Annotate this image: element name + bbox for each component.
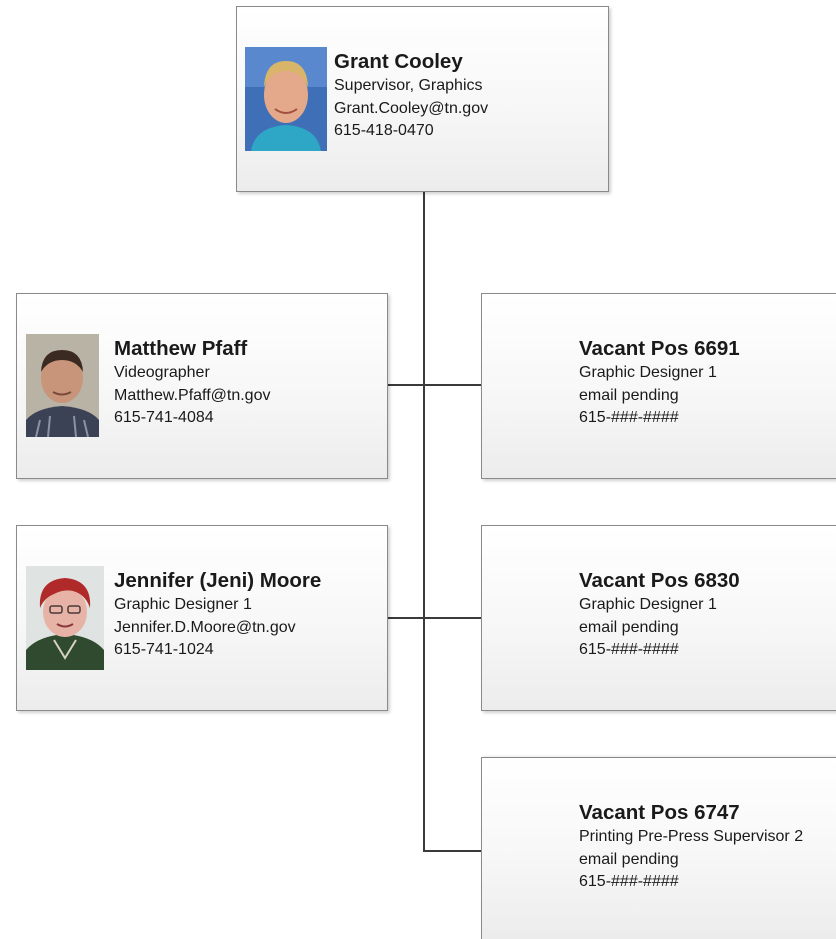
person-name: Jennifer (Jeni) Moore	[114, 569, 322, 592]
person-photo-icon	[26, 334, 99, 437]
org-node-vacant[interactable]: Vacant Pos 6691 Graphic Designer 1 email…	[481, 293, 836, 479]
position-name: Vacant Pos 6830	[579, 569, 740, 592]
position-phone: 615-###-####	[579, 409, 679, 426]
person-title: Videographer	[114, 364, 210, 381]
person-photo-icon	[26, 566, 104, 670]
person-title: Graphic Designer 1	[114, 596, 252, 613]
position-title: Printing Pre-Press Supervisor 2	[579, 828, 804, 845]
position-phone: 615-###-####	[579, 873, 679, 890]
person-email: Jennifer.D.Moore@tn.gov	[114, 618, 296, 636]
org-node-supervisor[interactable]: Grant Cooley Supervisor, Graphics Grant.…	[236, 6, 609, 192]
person-email: Grant.Cooley@tn.gov	[334, 99, 489, 117]
person-email: Matthew.Pfaff@tn.gov	[114, 386, 271, 404]
position-email: email pending	[579, 618, 679, 636]
position-name: Vacant Pos 6691	[579, 337, 740, 360]
person-phone: 615-418-0470	[334, 122, 434, 139]
connector-row2	[388, 617, 481, 619]
person-title: Supervisor, Graphics	[334, 77, 483, 94]
connector-trunk	[423, 191, 425, 851]
position-name: Vacant Pos 6747	[579, 801, 740, 824]
org-node-staff[interactable]: Matthew Pfaff Videographer Matthew.Pfaff…	[16, 293, 388, 479]
connector-row1	[388, 384, 481, 386]
position-email: email pending	[579, 850, 679, 868]
person-photo-icon	[245, 47, 327, 151]
person-phone: 615-741-1024	[114, 641, 214, 658]
person-name: Grant Cooley	[334, 50, 463, 73]
position-email: email pending	[579, 386, 679, 404]
person-phone: 615-741-4084	[114, 409, 214, 426]
position-title: Graphic Designer 1	[579, 596, 717, 613]
position-title: Graphic Designer 1	[579, 364, 717, 381]
connector-row3	[423, 850, 481, 852]
org-node-vacant[interactable]: Vacant Pos 6830 Graphic Designer 1 email…	[481, 525, 836, 711]
person-name: Matthew Pfaff	[114, 337, 248, 360]
position-phone: 615-###-####	[579, 641, 679, 658]
org-node-vacant[interactable]: Vacant Pos 6747 Printing Pre-Press Super…	[481, 757, 836, 939]
org-node-staff[interactable]: Jennifer (Jeni) Moore Graphic Designer 1…	[16, 525, 388, 711]
